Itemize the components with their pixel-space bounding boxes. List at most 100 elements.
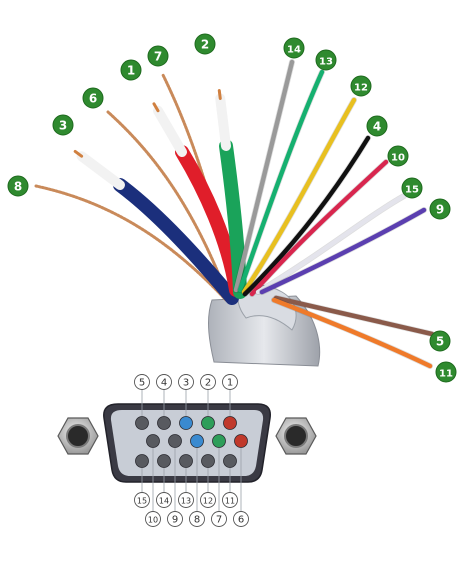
wire-label-text: 3 [59,119,67,133]
pin-hole [179,416,193,430]
wire-label-9: 9 [429,198,451,220]
pin-number-1: 1 [222,374,238,390]
wire-label-8: 8 [7,175,29,197]
right-hex-nut [275,417,317,455]
pin-number-2: 2 [200,374,216,390]
wire-10 [249,159,389,297]
wire-11 [271,297,433,369]
pin-number-text: 2 [205,378,211,389]
wire-label-text: 11 [439,369,453,380]
pin-hole [157,454,171,468]
wire-label-7: 7 [147,45,169,67]
wire-label-text: 5 [436,335,444,349]
wire-label-2: 2 [194,33,216,55]
pin-number-text: 13 [181,497,191,506]
wire-12 [241,97,357,295]
pin-10: 10 [145,434,161,527]
wire-13 [237,69,325,293]
wire-label-15: 15 [401,177,423,199]
pin-hole [146,434,160,448]
wire-label-text: 14 [287,45,301,56]
pin-number-text: 11 [225,497,235,506]
wire-label-text: 1 [127,64,135,78]
pin-4: 4 [156,374,172,430]
pin-2: 2 [200,374,216,430]
pin-number-11: 11 [222,492,238,508]
pin-9: 9 [167,434,183,527]
pin-number-text: 14 [159,497,169,506]
wire-5 [273,295,435,337]
wire-8 [34,184,228,302]
pin-8: 8 [189,434,205,527]
wire-9 [259,207,427,295]
wire-label-12: 12 [350,75,372,97]
pin-1: 1 [222,374,238,430]
pin-number-text: 8 [194,515,200,526]
wire-label-text: 13 [319,57,333,68]
pin-hole [201,416,215,430]
pin-hole [157,416,171,430]
pin-number-9: 9 [167,511,183,527]
wire-label-text: 6 [89,92,97,106]
pin-hole [190,434,204,448]
pin-number-3: 3 [178,374,194,390]
pin-number-text: 6 [238,515,244,526]
wire-4 [242,135,371,297]
pin-number-8: 8 [189,511,205,527]
pin-12: 12 [200,454,216,508]
wire-14 [233,59,295,293]
pin-7: 7 [211,434,227,527]
pin-number-5: 5 [134,374,150,390]
pin-hole [135,454,149,468]
wire-label-10: 10 [387,145,409,167]
pin-13: 13 [178,454,194,508]
pin-number-text: 5 [139,378,145,389]
wire-3 [73,149,239,305]
pin-number-text: 12 [203,497,213,506]
wire-15 [255,193,407,295]
pin-number-text: 4 [161,378,167,389]
pin-6: 6 [233,434,249,527]
wire-label-1: 1 [120,59,142,81]
pin-14: 14 [156,454,172,508]
wire-label-4: 4 [366,115,388,137]
pin-11: 11 [222,454,238,508]
pin-number-6: 6 [233,511,249,527]
pin-number-text: 10 [148,516,158,525]
wire-label-11: 11 [435,361,457,383]
pin-hole [135,416,149,430]
pin-number-12: 12 [200,492,216,508]
pin-15: 15 [134,454,150,508]
pin-number-10: 10 [145,511,161,527]
wire-label-text: 9 [436,203,444,217]
wire-label-6: 6 [82,87,104,109]
pin-number-text: 15 [137,497,147,506]
wire-label-5: 5 [429,330,451,352]
pin-number-text: 1 [227,378,233,389]
pin-hole [201,454,215,468]
wire-label-text: 10 [391,153,405,164]
pin-hole [179,454,193,468]
pin-number-4: 4 [156,374,172,390]
wire-label-3: 3 [52,114,74,136]
pin-3: 3 [178,374,194,430]
wire-label-text: 4 [373,120,381,134]
pin-5: 5 [134,374,150,430]
pin-hole [223,416,237,430]
pin-hole [223,454,237,468]
pin-number-text: 7 [216,515,222,526]
pin-number-text: 3 [183,378,189,389]
wire-label-text: 12 [354,83,368,94]
pin-number-text: 9 [172,515,178,526]
wire-6 [106,110,228,294]
pin-hole [234,434,248,448]
wire-label-text: 2 [201,38,209,52]
pin-number-13: 13 [178,492,194,508]
pin-hole [168,434,182,448]
pin-hole [212,434,226,448]
pin-number-14: 14 [156,492,172,508]
